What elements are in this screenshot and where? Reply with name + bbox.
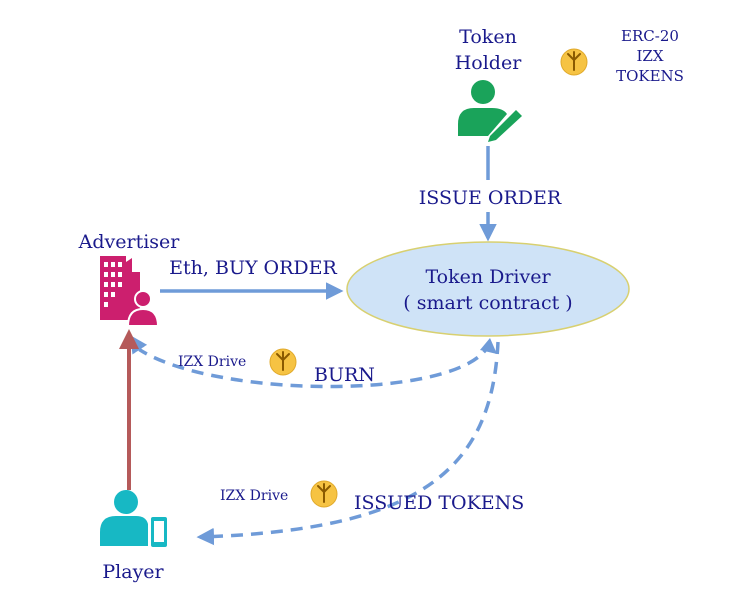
issued-tokens-label: ISSUED TOKENS — [354, 492, 524, 514]
issue-order-label: ISSUE ORDER — [419, 187, 562, 209]
token-holder-label-line2: Holder — [455, 52, 522, 74]
burn-arrow — [130, 335, 492, 389]
issued-tokens-arrow — [196, 341, 500, 546]
person-with-pen-icon — [458, 80, 522, 142]
advertiser-label: Advertiser — [78, 231, 181, 253]
burn-arrow-head-contract — [480, 338, 497, 354]
buy-order-label: Eth, BUY ORDER — [169, 257, 337, 279]
building-with-person-icon — [100, 256, 160, 327]
legend-line3: TOKENS — [616, 67, 684, 85]
burn-label: BURN — [314, 364, 375, 386]
izx-drive-coin-icon-2 — [310, 480, 338, 508]
token-driver-title: Token Driver — [425, 266, 551, 288]
token-driver-subtitle: ( smart contract ) — [403, 292, 572, 314]
legend-line2: IZX — [636, 47, 663, 65]
player-label: Player — [102, 561, 164, 583]
token-holder-label-line1: Token — [459, 26, 517, 48]
legend-line1: ERC-20 — [621, 27, 679, 45]
person-with-phone-icon — [100, 490, 169, 549]
izx-drive-coin-icon — [269, 348, 297, 376]
burn-token-label: IZX Drive — [178, 354, 246, 370]
issued-token-label: IZX Drive — [220, 488, 288, 504]
token-driver-node — [346, 241, 630, 337]
izx-coin-icon — [560, 48, 588, 76]
